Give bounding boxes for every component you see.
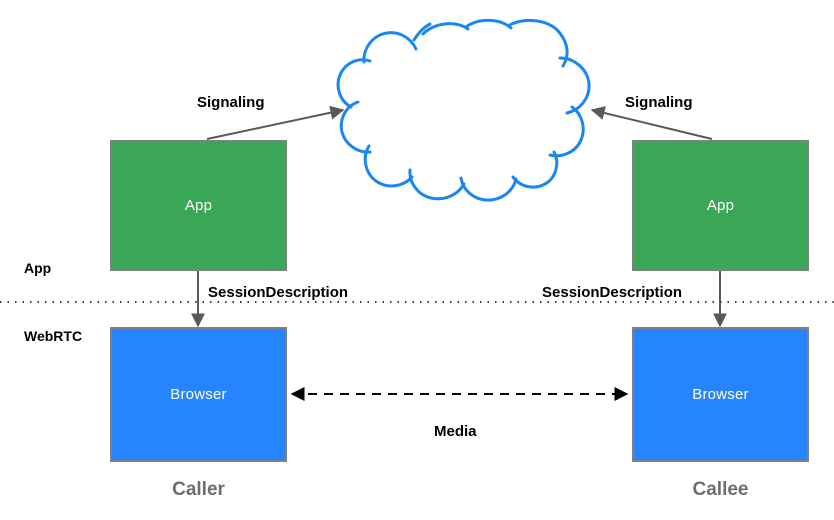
callee-signaling-label: Signaling bbox=[625, 94, 693, 111]
signaling-cloud-icon bbox=[336, 18, 591, 202]
callee-signaling-arrow bbox=[590, 106, 713, 140]
caller-signaling-label: Signaling bbox=[197, 94, 265, 111]
callee-sessiondescription-label: SessionDescription bbox=[542, 284, 683, 301]
caller-browser-box[interactable]: Browser bbox=[110, 327, 287, 462]
callee-browser-box[interactable]: Browser bbox=[632, 327, 809, 462]
caller-app-box[interactable]: App bbox=[110, 140, 287, 271]
layer-label-webrtc: WebRTC bbox=[24, 328, 83, 344]
actor-label-caller: Caller bbox=[172, 479, 225, 500]
caller-sessiondescription-label: SessionDescription bbox=[208, 284, 349, 301]
callee-app-label: App bbox=[706, 197, 735, 214]
callee-app-box[interactable]: App bbox=[632, 140, 809, 271]
caller-browser-label: Browser bbox=[170, 386, 227, 403]
media-label: Media bbox=[434, 423, 477, 440]
actor-label-callee: Callee bbox=[692, 479, 749, 500]
caller-app-label: App bbox=[184, 197, 213, 214]
caller-signaling-arrow bbox=[206, 105, 345, 140]
callee-browser-label: Browser bbox=[692, 386, 749, 403]
layer-label-app: App bbox=[24, 260, 52, 276]
